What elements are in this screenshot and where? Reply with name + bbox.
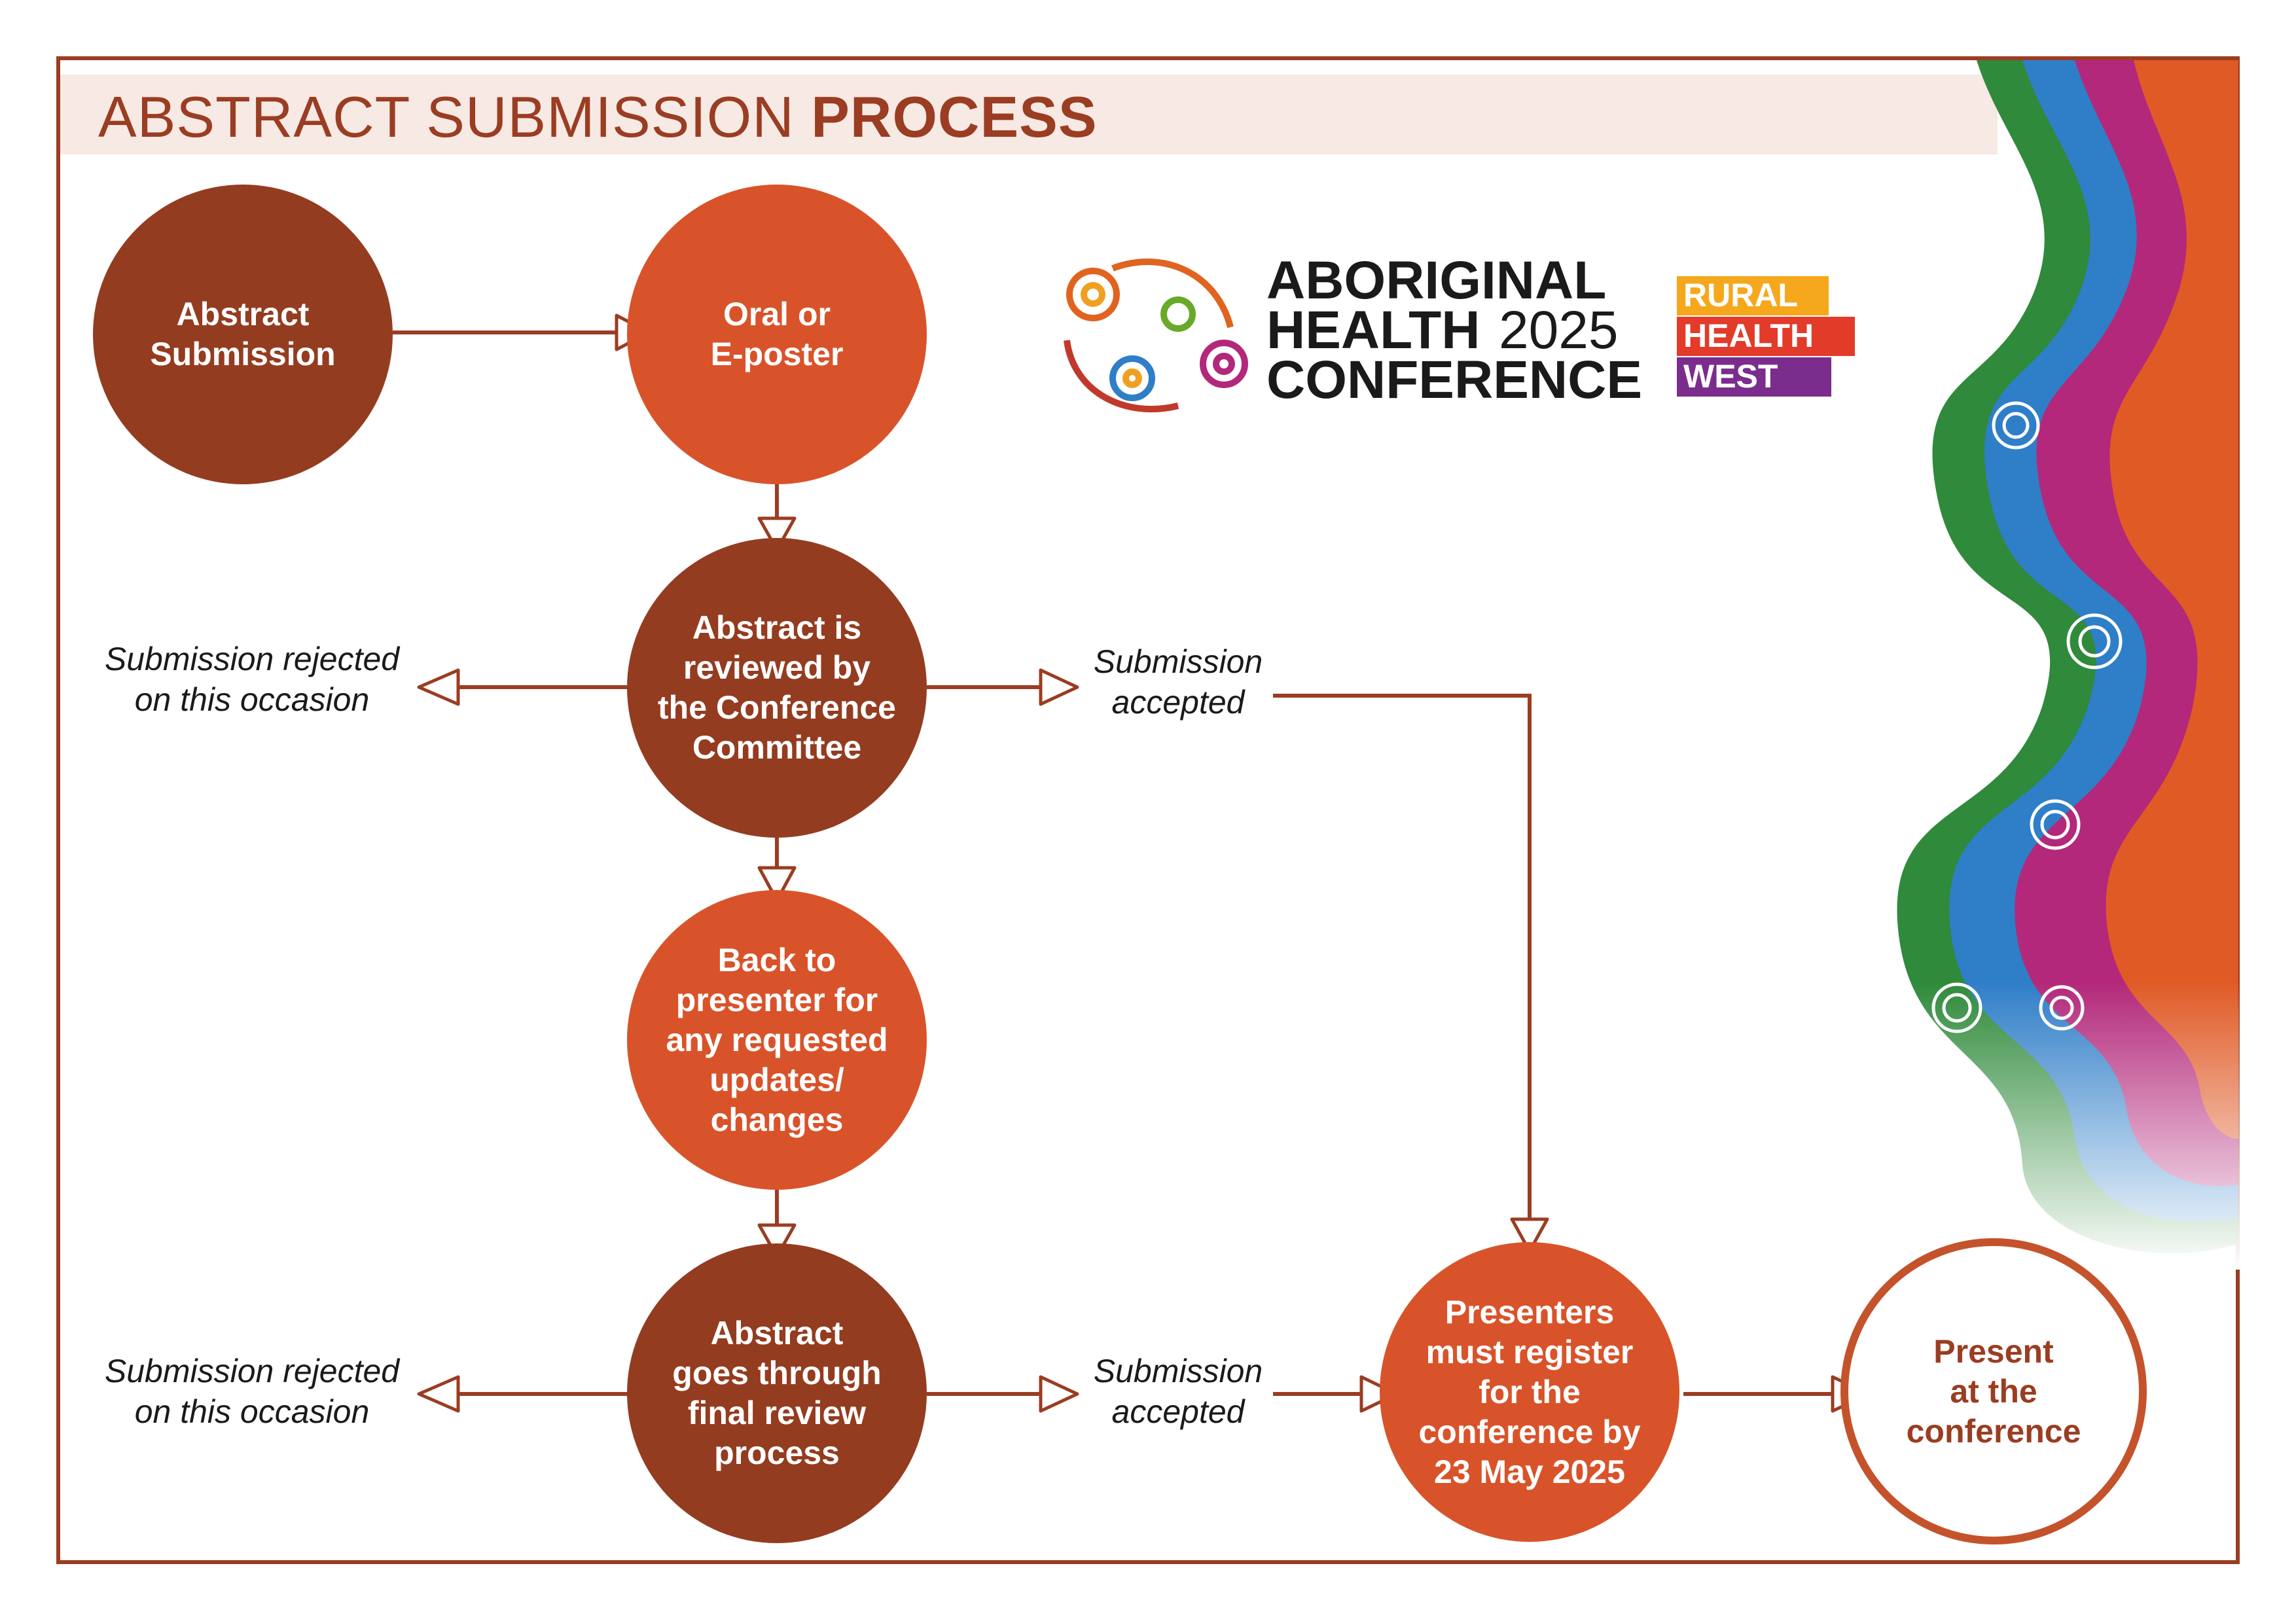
title-bold: PROCESS xyxy=(811,84,1098,149)
arrowhead xyxy=(1510,1217,1549,1253)
arrowhead xyxy=(757,1223,797,1258)
rhw-logo-west: WEST xyxy=(1677,357,1831,397)
arrowhead xyxy=(417,1375,460,1413)
artwork-bands xyxy=(1897,60,2245,1270)
page-title: ABSTRACT SUBMISSION PROCESS xyxy=(98,81,1098,153)
label-submission-rejected: Submission rejected on this occasion xyxy=(104,641,400,718)
node-presenters-register: Presenters must register for the confere… xyxy=(1380,1242,1679,1542)
conference-logo-line2: HEALTH xyxy=(1266,300,1480,360)
artwork-circles xyxy=(1930,307,2123,1033)
node-abstract-submission: Abstract Submission xyxy=(93,185,393,484)
conference-logo-line1: ABORIGINAL xyxy=(1266,251,1607,310)
node-oral-or-eposter: Oral or E-poster xyxy=(627,185,927,484)
arrowhead xyxy=(1039,1375,1079,1413)
node-present-at-conference: Present at the conference xyxy=(1840,1238,2147,1544)
node-back-to-presenter: Back to presenter for any requested upda… xyxy=(627,890,927,1190)
conference-logo-year: 2025 xyxy=(1499,300,1619,360)
arrowhead xyxy=(1039,668,1079,706)
label-submission-rejected: Submission rejected on this occasion xyxy=(104,1353,400,1430)
label-submission-accepted: Submission accepted xyxy=(1093,1353,1263,1430)
arrowhead xyxy=(417,668,460,706)
title-light: ABSTRACT SUBMISSION xyxy=(98,84,812,149)
rhw-logo-health: HEALTH xyxy=(1677,317,1855,356)
label-submission-accepted: Submission accepted xyxy=(1093,643,1263,721)
node-final-review: Abstract goes through final review proce… xyxy=(627,1243,927,1543)
arrowhead xyxy=(757,866,797,902)
conference-logo-line3: CONFERENCE xyxy=(1266,350,1643,410)
rhw-logo-rural: RURAL xyxy=(1677,276,1829,315)
title-band xyxy=(60,75,1998,154)
arrowhead xyxy=(757,516,797,552)
arrowhead xyxy=(1359,1375,1399,1413)
node-abstract-reviewed: Abstract is reviewed by the Conference C… xyxy=(627,538,927,838)
connector-accepted-register xyxy=(1273,694,1532,1219)
